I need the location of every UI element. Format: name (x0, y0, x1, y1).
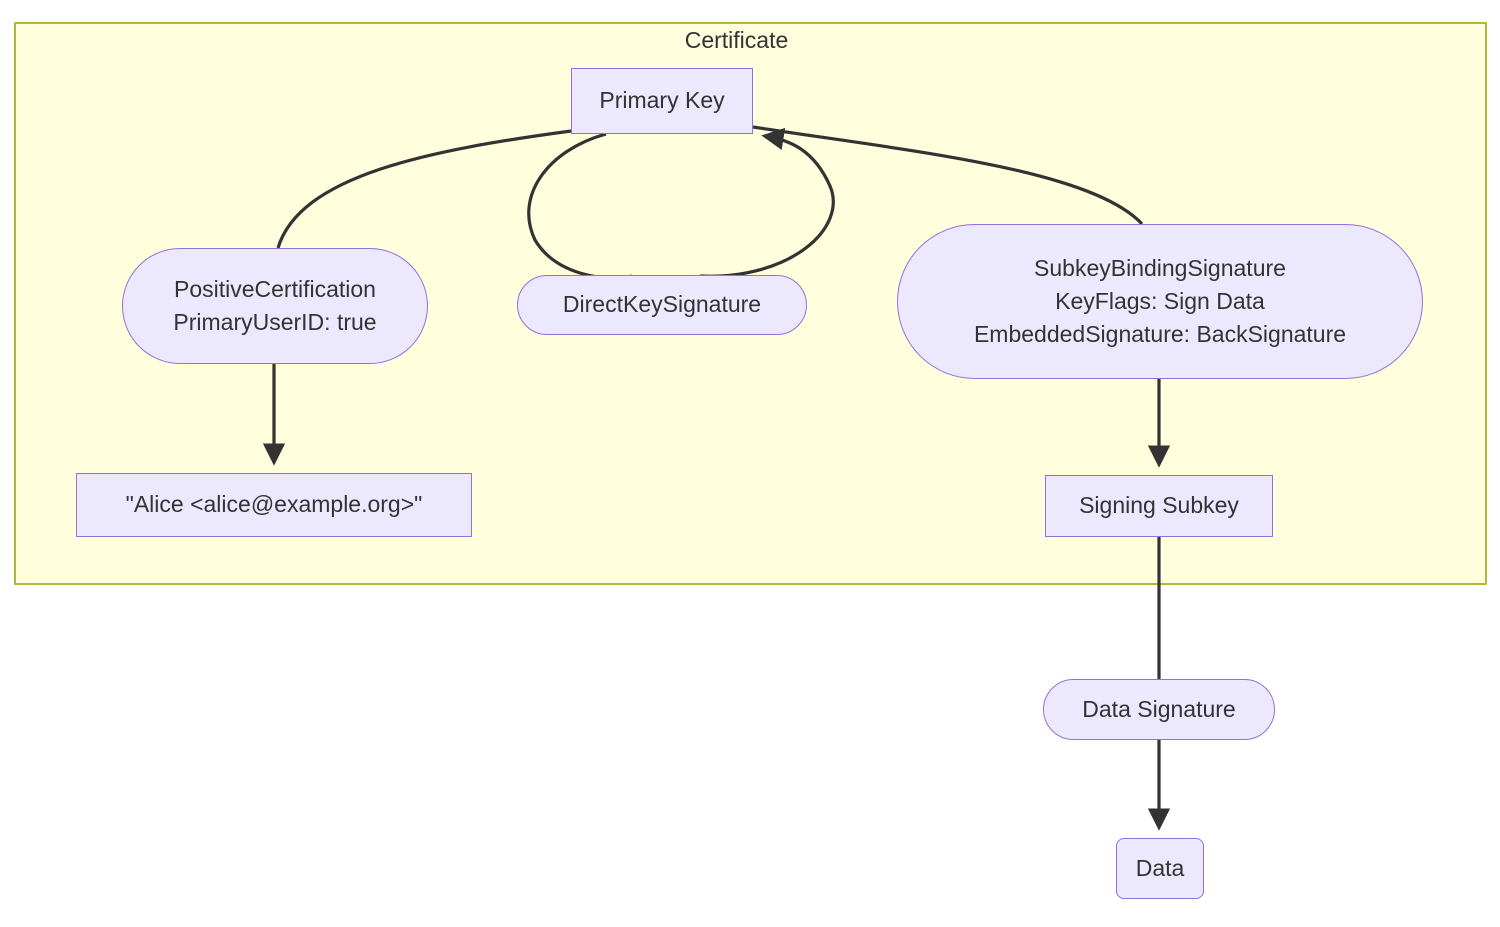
node-signing-subkey[interactable]: Signing Subkey (1045, 475, 1273, 537)
node-alice-userid[interactable]: "Alice <alice@example.org>" (76, 473, 472, 537)
node-data-signature[interactable]: Data Signature (1043, 679, 1275, 740)
cluster-title-certificate: Certificate (684, 27, 789, 53)
node-primary-key[interactable]: Primary Key (571, 68, 753, 134)
node-subkey-binding-signature[interactable]: SubkeyBindingSignature KeyFlags: Sign Da… (897, 224, 1423, 379)
node-data[interactable]: Data (1116, 838, 1204, 899)
node-positive-certification[interactable]: PositiveCertification PrimaryUserID: tru… (122, 248, 428, 364)
node-direct-key-signature[interactable]: DirectKeySignature (517, 275, 807, 335)
